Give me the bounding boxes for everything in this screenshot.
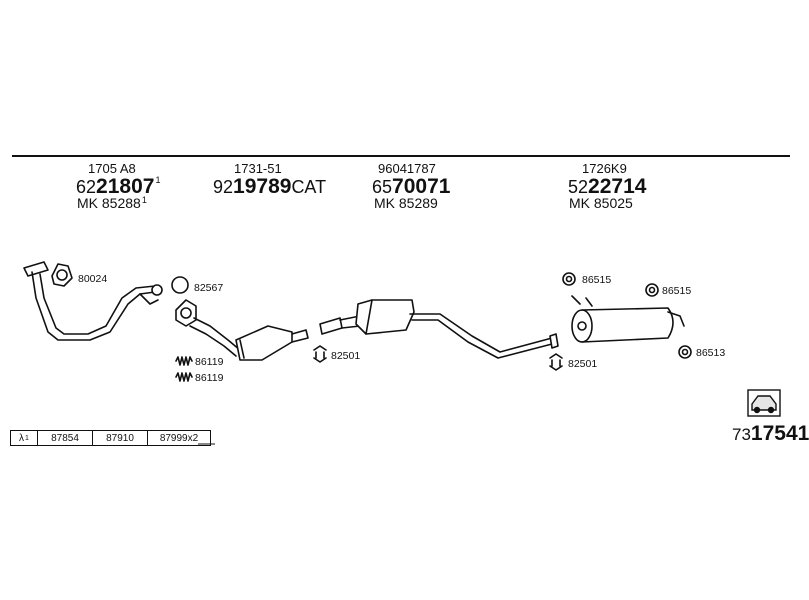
ring-82567-icon: [171, 276, 189, 294]
label-80024: 80024: [78, 273, 108, 285]
rear-silencer-part: [571, 295, 685, 343]
gasket-80024-icon: [51, 263, 73, 287]
label-82567: 82567: [194, 282, 224, 294]
label-82501b: 82501: [568, 358, 598, 370]
column-4-code: 1726K9: [582, 161, 627, 176]
column-4-mk: MK 85025: [569, 195, 633, 211]
intermediate-pipe-part: [319, 299, 559, 359]
column-3-mk: MK 85289: [374, 195, 438, 211]
legend-cell-3: 87999x2: [159, 432, 199, 444]
legend-cell-2: 87910: [93, 431, 148, 445]
label-86515b: 86515: [662, 285, 692, 297]
clamp-82501a-icon: [313, 345, 327, 363]
diagram-number: 7317541: [732, 422, 809, 445]
front-pipe-part: [23, 261, 163, 341]
column-3-code: 96041787: [378, 161, 436, 176]
column-1-code: 1705 A8: [88, 161, 136, 176]
mount-86515a-icon: [562, 272, 576, 286]
vehicle-symbol-icon: [747, 389, 781, 417]
label-86119a: 86119: [195, 356, 224, 368]
label-86515a: 86515: [582, 274, 612, 286]
spring-86119a-icon: [175, 356, 193, 366]
column-1-part-number: 62218071: [76, 175, 161, 198]
column-2-part-number: 9219789CAT: [213, 175, 327, 198]
label-82501a: 82501: [331, 350, 361, 362]
mount-86515b-icon: [645, 283, 659, 297]
clamp-82501b-icon: [549, 353, 563, 371]
column-2-code: 1731-51: [234, 161, 282, 176]
catalytic-converter-part: [175, 299, 309, 361]
legend-cell-1: 87854: [38, 431, 93, 445]
column-4-part-number: 5222714: [568, 175, 647, 198]
label-86513: 86513: [696, 347, 726, 359]
label-86119b: 86119: [195, 372, 224, 384]
mount-86513-icon: [678, 345, 692, 359]
column-3-part-number: 6570071: [372, 175, 451, 198]
spring-86119b-icon: [175, 372, 193, 382]
column-1-mk: MK 852881: [77, 195, 147, 211]
